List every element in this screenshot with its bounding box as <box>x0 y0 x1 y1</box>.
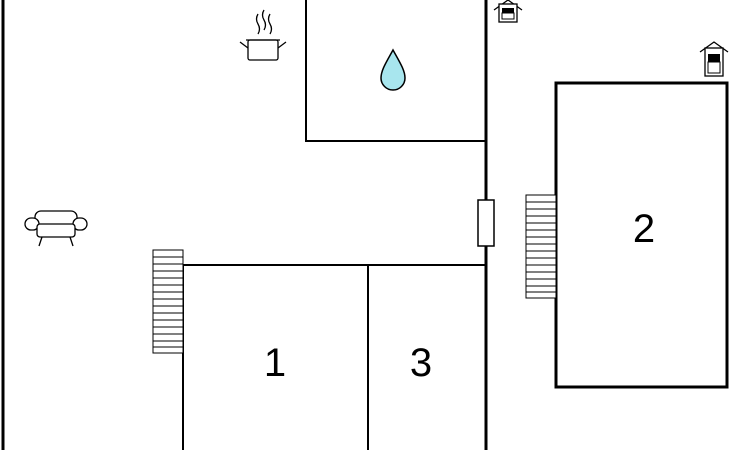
room-1-label: 1 <box>264 341 286 385</box>
room-1-wall <box>182 264 486 450</box>
room-3-label: 3 <box>410 341 432 385</box>
door <box>477 199 495 247</box>
house-icon <box>699 41 729 77</box>
bathroom-wall <box>305 0 486 142</box>
staircase-icon <box>525 194 557 299</box>
sofa-icon <box>24 210 88 247</box>
cooking-pot-icon <box>239 9 287 61</box>
staircase-icon <box>152 249 184 354</box>
water-drop-icon <box>380 48 406 91</box>
house-icon <box>493 0 523 23</box>
room-2-label: 2 <box>633 207 655 251</box>
